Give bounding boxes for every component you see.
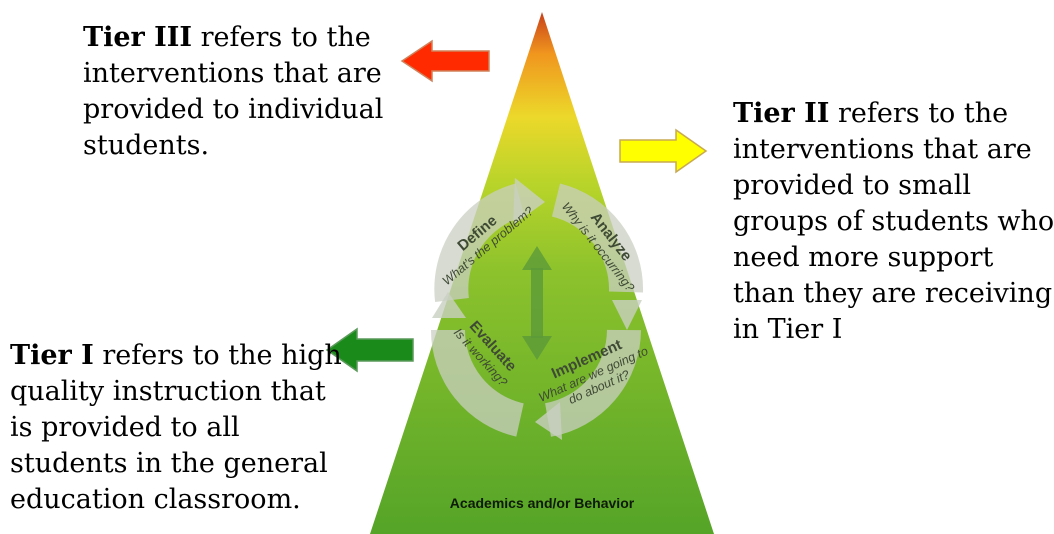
tier1-title: Tier I — [10, 340, 94, 371]
tier3-text: refers to the interventions that are pro… — [83, 22, 384, 161]
tier1-text: refers to the high quality instruction t… — [10, 340, 342, 515]
tier1-arrow-icon — [325, 327, 414, 373]
tier2-text: refers to the interventions that are pro… — [733, 98, 1054, 345]
double-arrow-icon — [522, 246, 552, 360]
pyramid-base-label: Academics and/or Behavior — [450, 495, 635, 511]
tier3-description: Tier III refers to the interventions tha… — [83, 20, 403, 164]
cycle-arrows — [430, 183, 644, 437]
tier2-description: Tier II refers to the interventions that… — [733, 96, 1054, 348]
tier2-arrow-icon — [619, 128, 708, 174]
tier1-description: Tier I refers to the high quality instru… — [10, 338, 350, 518]
tier2-title: Tier II — [733, 98, 830, 129]
tier3-arrow-icon — [400, 39, 490, 83]
tier3-title: Tier III — [83, 22, 193, 53]
cycle-arrowheads — [432, 178, 642, 440]
